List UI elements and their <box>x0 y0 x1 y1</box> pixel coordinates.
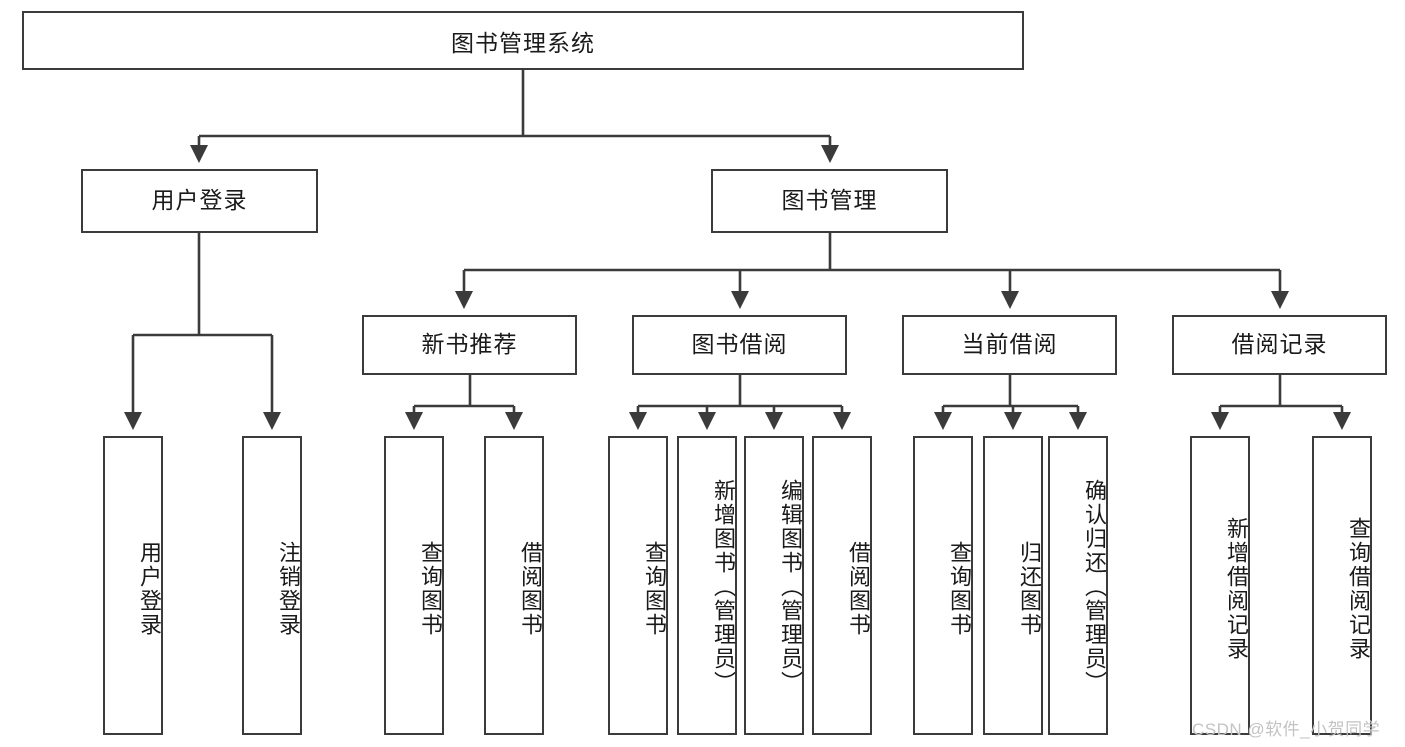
node-root-label: 图书管理系统 <box>451 29 595 56</box>
leaf-book-borrow-add-book-admin[interactable]: 新增图书（管理员） <box>677 436 737 735</box>
node-book-borrow-label: 图书借阅 <box>691 331 788 358</box>
leaf-book-borrow-query-book[interactable]: 查询图书 <box>608 436 668 735</box>
watermark-text: CSDN @软件_小贺同学 <box>1192 720 1381 739</box>
leaf-label: 借阅图书 <box>518 540 543 637</box>
leaf-book-borrow-edit-book-admin[interactable]: 编辑图书（管理员） <box>744 436 804 735</box>
leaf-borrow-record-add-record[interactable]: 新增借阅记录 <box>1190 436 1250 735</box>
node-new-book-recommend-label: 新书推荐 <box>421 331 518 358</box>
leaf-label: 归还图书 <box>1017 540 1042 637</box>
leaf-user-login-login[interactable]: 用户登录 <box>103 436 163 735</box>
leaf-current-borrow-query-book[interactable]: 查询图书 <box>913 436 973 735</box>
node-borrow-record[interactable]: 借阅记录 <box>1172 315 1387 375</box>
leaf-label: 新增图书（管理员） <box>711 478 736 695</box>
node-user-login-label: 用户登录 <box>151 187 248 214</box>
leaf-label: 查询图书 <box>947 540 972 637</box>
leaf-current-borrow-return-book[interactable]: 归还图书 <box>983 436 1043 735</box>
node-book-borrow[interactable]: 图书借阅 <box>632 315 847 375</box>
node-book-management[interactable]: 图书管理 <box>711 169 948 233</box>
node-user-login[interactable]: 用户登录 <box>81 169 318 233</box>
node-new-book-recommend[interactable]: 新书推荐 <box>362 315 577 375</box>
leaf-borrow-record-query-record[interactable]: 查询借阅记录 <box>1312 436 1372 735</box>
node-borrow-record-label: 借阅记录 <box>1231 331 1328 358</box>
leaf-label: 查询图书 <box>642 540 667 637</box>
watermark: CSDN @软件_小贺同学 <box>1192 715 1380 740</box>
node-current-borrow-label: 当前借阅 <box>961 331 1058 358</box>
leaf-user-login-logout[interactable]: 注销登录 <box>242 436 302 735</box>
leaf-label: 编辑图书（管理员） <box>778 478 803 695</box>
leaf-label: 查询借阅记录 <box>1346 516 1371 661</box>
node-book-management-label: 图书管理 <box>781 187 878 214</box>
leaf-label: 新增借阅记录 <box>1224 516 1249 661</box>
node-root-book-management-system[interactable]: 图书管理系统 <box>22 11 1024 70</box>
leaf-new-book-query-book[interactable]: 查询图书 <box>384 436 444 735</box>
leaf-label: 借阅图书 <box>846 540 871 637</box>
leaf-label: 用户登录 <box>137 540 162 637</box>
leaf-label: 确认归还（管理员） <box>1082 478 1107 695</box>
leaf-label: 查询图书 <box>418 540 443 637</box>
leaf-current-borrow-confirm-return-admin[interactable]: 确认归还（管理员） <box>1048 436 1108 735</box>
node-current-borrow[interactable]: 当前借阅 <box>902 315 1117 375</box>
leaf-book-borrow-borrow-book[interactable]: 借阅图书 <box>812 436 872 735</box>
leaf-new-book-borrow-book[interactable]: 借阅图书 <box>484 436 544 735</box>
leaf-label: 注销登录 <box>276 540 301 637</box>
